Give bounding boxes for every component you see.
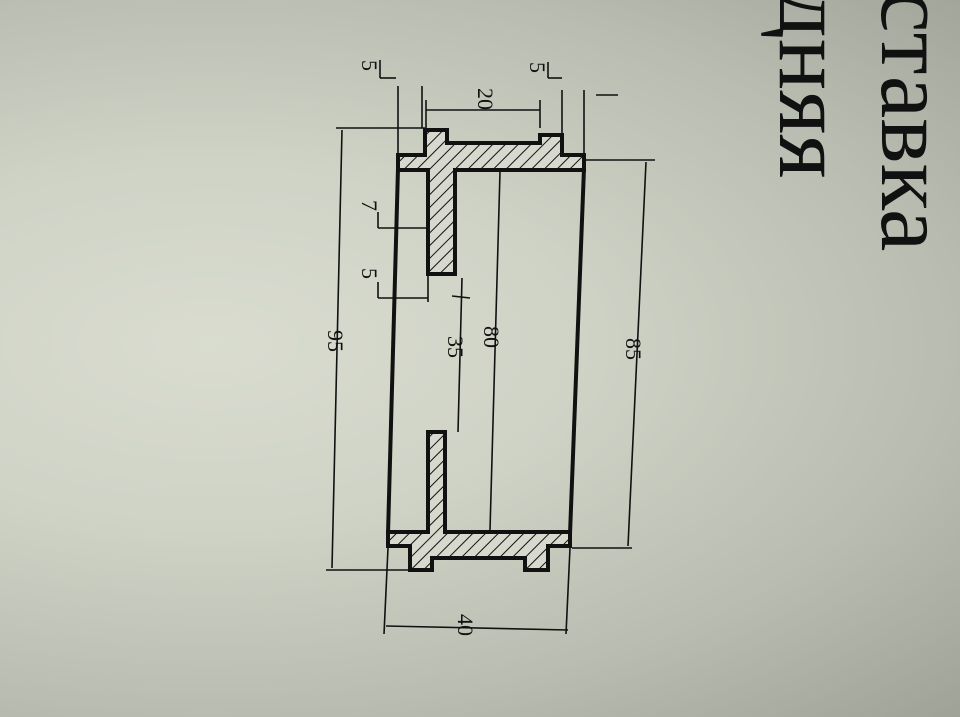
dimension-20: 20 — [425, 88, 541, 128]
dimension-5-middle: 5 — [357, 268, 429, 302]
dimension-5-top-right: 5 — [525, 62, 618, 154]
dimension-85: 85 — [572, 159, 655, 549]
dimension-80: 80 — [479, 171, 504, 531]
dim-35-label: 35 — [443, 336, 468, 358]
dimension-7: 7 — [357, 200, 428, 229]
dim-20-label: 20 — [473, 88, 498, 110]
dim-80-label: 80 — [479, 326, 504, 348]
dimension-40: 40 — [383, 547, 571, 636]
dim-5-middle-label: 5 — [357, 268, 382, 279]
outer-left-line — [386, 167, 400, 535]
dim-5-top-left-label: 5 — [357, 60, 382, 71]
dim-40-label: 40 — [453, 614, 478, 636]
dimension-95: 95 — [323, 127, 425, 571]
dim-7-label: 7 — [357, 200, 382, 211]
dimension-35: 35 — [443, 277, 471, 433]
outer-right-line — [568, 167, 586, 535]
dimension-5-top-left: 5 — [357, 60, 423, 154]
dim-85-label: 85 — [621, 338, 646, 360]
section-top-wall — [396, 128, 586, 276]
dim-5-top-right-label: 5 — [525, 62, 550, 73]
section-bottom-wall — [386, 430, 572, 572]
dim-95-label: 95 — [323, 330, 348, 352]
